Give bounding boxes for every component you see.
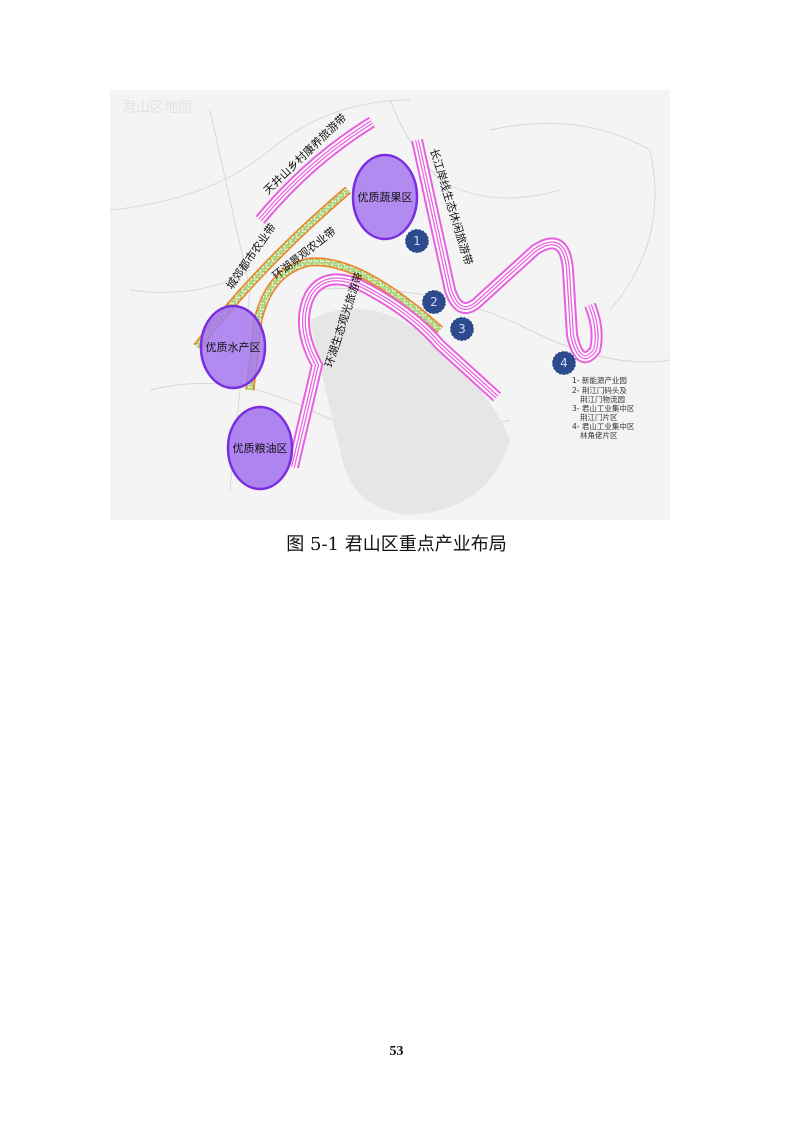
tour-belt-lakeside (287, 273, 502, 469)
tour-belt-tianjingshan (255, 116, 376, 224)
zone-aquatic: 优质水产区 (199, 304, 267, 390)
svg-text:优质粮油区: 优质粮油区 (233, 441, 288, 455)
industry-layout-map: 君山区地图 优质蔬果区 (110, 90, 670, 520)
figure-caption: 图 5-1 君山区重点产业布局 (286, 534, 507, 555)
marker-2: 2 (421, 289, 447, 315)
map-title-watermark: 君山区地图 (122, 100, 192, 116)
marker-1: 1 (404, 228, 430, 254)
svg-text:优质水产区: 优质水产区 (206, 340, 261, 354)
map-legend: 1- 新能源产业园 2- 荆江门码头及 荆江门物流园 3- 君山工业集中区 荆江… (572, 375, 635, 440)
tour-belt-yangtze (411, 138, 603, 364)
page-number: 53 (389, 1044, 404, 1059)
svg-text:3- 君山工业集中区: 3- 君山工业集中区 (572, 403, 635, 413)
svg-text:4: 4 (560, 356, 568, 370)
lake-area (310, 308, 510, 515)
agri-belt-lakeside (245, 257, 444, 391)
zone-vegetable-fruit: 优质蔬果区 (351, 153, 419, 241)
svg-text:3: 3 (458, 322, 466, 336)
svg-text:1: 1 (413, 234, 421, 248)
marker-3: 3 (449, 316, 475, 342)
svg-text:荆江门片区: 荆江门片区 (580, 412, 618, 422)
svg-text:林角佬片区: 林角佬片区 (580, 430, 618, 440)
marker-4: 4 (551, 350, 577, 376)
svg-text:荆江门物流园: 荆江门物流园 (580, 394, 625, 404)
svg-text:2: 2 (430, 295, 438, 309)
zone-grain-oil: 优质粮油区 (226, 405, 294, 491)
svg-text:优质蔬果区: 优质蔬果区 (358, 191, 413, 204)
svg-text:2- 荆江门码头及: 2- 荆江门码头及 (572, 385, 627, 395)
svg-text:4- 君山工业集中区: 4- 君山工业集中区 (572, 421, 635, 431)
svg-text:1- 新能源产业园: 1- 新能源产业园 (572, 375, 627, 385)
